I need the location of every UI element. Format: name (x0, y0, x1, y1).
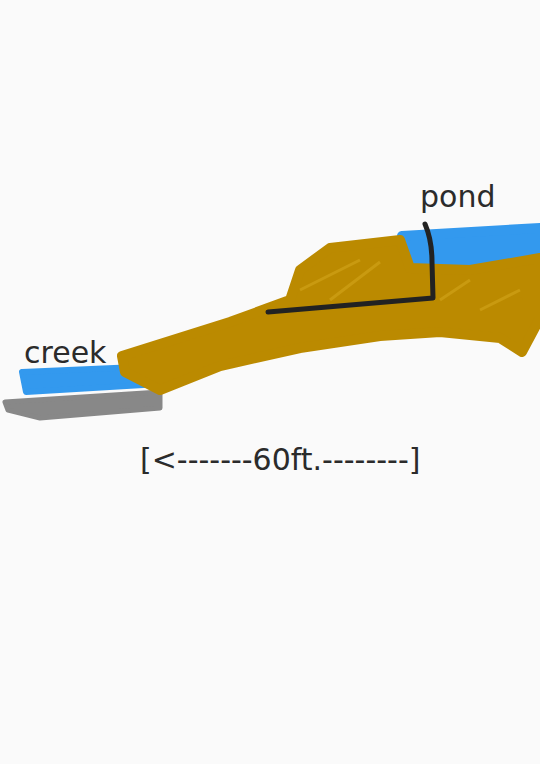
dimension-label: [<-------60ft.--------] (140, 443, 420, 476)
ground-slope (122, 240, 540, 390)
map-label: pond (420, 180, 495, 213)
dam-line (268, 224, 433, 312)
map-label: creek (24, 336, 106, 369)
